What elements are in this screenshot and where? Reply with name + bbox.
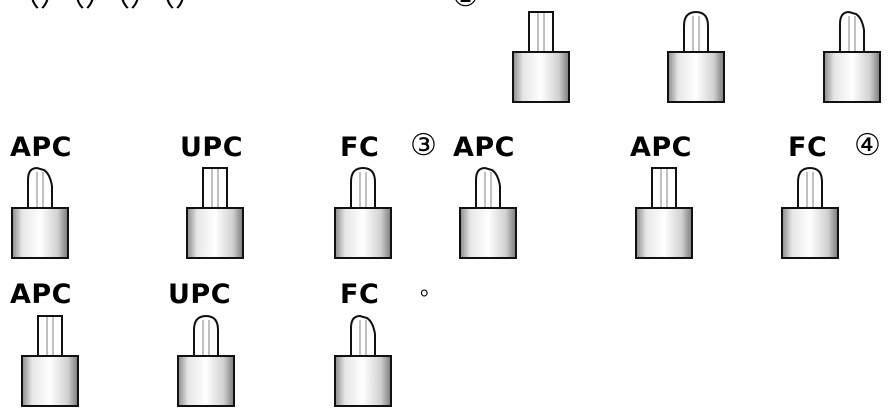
connector-upc-icon bbox=[186, 167, 244, 259]
connector-upc-icon bbox=[21, 315, 79, 407]
connector-body bbox=[11, 207, 69, 259]
connector-apc-icon bbox=[11, 166, 69, 259]
ferrule-tip bbox=[797, 166, 823, 208]
connector-body bbox=[512, 51, 570, 103]
connector-label: UPC bbox=[168, 279, 232, 310]
connector-body bbox=[459, 207, 517, 259]
connector-label: APC bbox=[453, 132, 515, 163]
ferrule-tip bbox=[475, 166, 501, 208]
option-number-4: ④ bbox=[854, 128, 881, 163]
connector-fc-icon bbox=[781, 166, 839, 259]
connector-label: FC bbox=[788, 132, 828, 163]
ferrule-tip bbox=[683, 10, 709, 52]
top-cropped-text: （）（）（）（） bbox=[10, 0, 205, 12]
ferrule-tip bbox=[350, 166, 376, 208]
option-number-2: ② bbox=[452, 0, 479, 12]
ferrule-tip bbox=[27, 166, 53, 208]
connector-label: APC bbox=[10, 279, 72, 310]
connector-fc-icon bbox=[667, 10, 725, 103]
ferrule-tip bbox=[350, 314, 376, 356]
connector-apc-icon bbox=[823, 10, 881, 103]
connector-body bbox=[781, 207, 839, 259]
ferrule-tip bbox=[651, 167, 677, 208]
ferrule-tip bbox=[193, 314, 219, 356]
connector-label: FC bbox=[340, 132, 380, 163]
connector-label: UPC bbox=[180, 132, 244, 163]
ferrule-tip bbox=[37, 315, 63, 356]
trailing-period: 。 bbox=[420, 276, 443, 301]
connector-body bbox=[334, 355, 392, 407]
ferrule-tip bbox=[528, 11, 554, 52]
connector-body bbox=[823, 51, 881, 103]
connector-fc-icon bbox=[177, 314, 235, 407]
connector-upc-icon bbox=[635, 167, 693, 259]
option-number-3: ③ bbox=[410, 128, 437, 163]
connector-upc-icon bbox=[512, 11, 570, 103]
ferrule-tip bbox=[839, 10, 865, 52]
connector-label: FC bbox=[340, 279, 380, 310]
connector-body bbox=[186, 207, 244, 259]
connector-body bbox=[21, 355, 79, 407]
connector-body bbox=[667, 51, 725, 103]
ferrule-tip bbox=[202, 167, 228, 208]
connector-body bbox=[635, 207, 693, 259]
connector-label: APC bbox=[10, 132, 72, 163]
connector-body bbox=[177, 355, 235, 407]
connector-fc-icon bbox=[334, 166, 392, 259]
connector-label: APC bbox=[630, 132, 692, 163]
connector-apc-icon bbox=[334, 314, 392, 407]
connector-body bbox=[334, 207, 392, 259]
connector-apc-icon bbox=[459, 166, 517, 259]
